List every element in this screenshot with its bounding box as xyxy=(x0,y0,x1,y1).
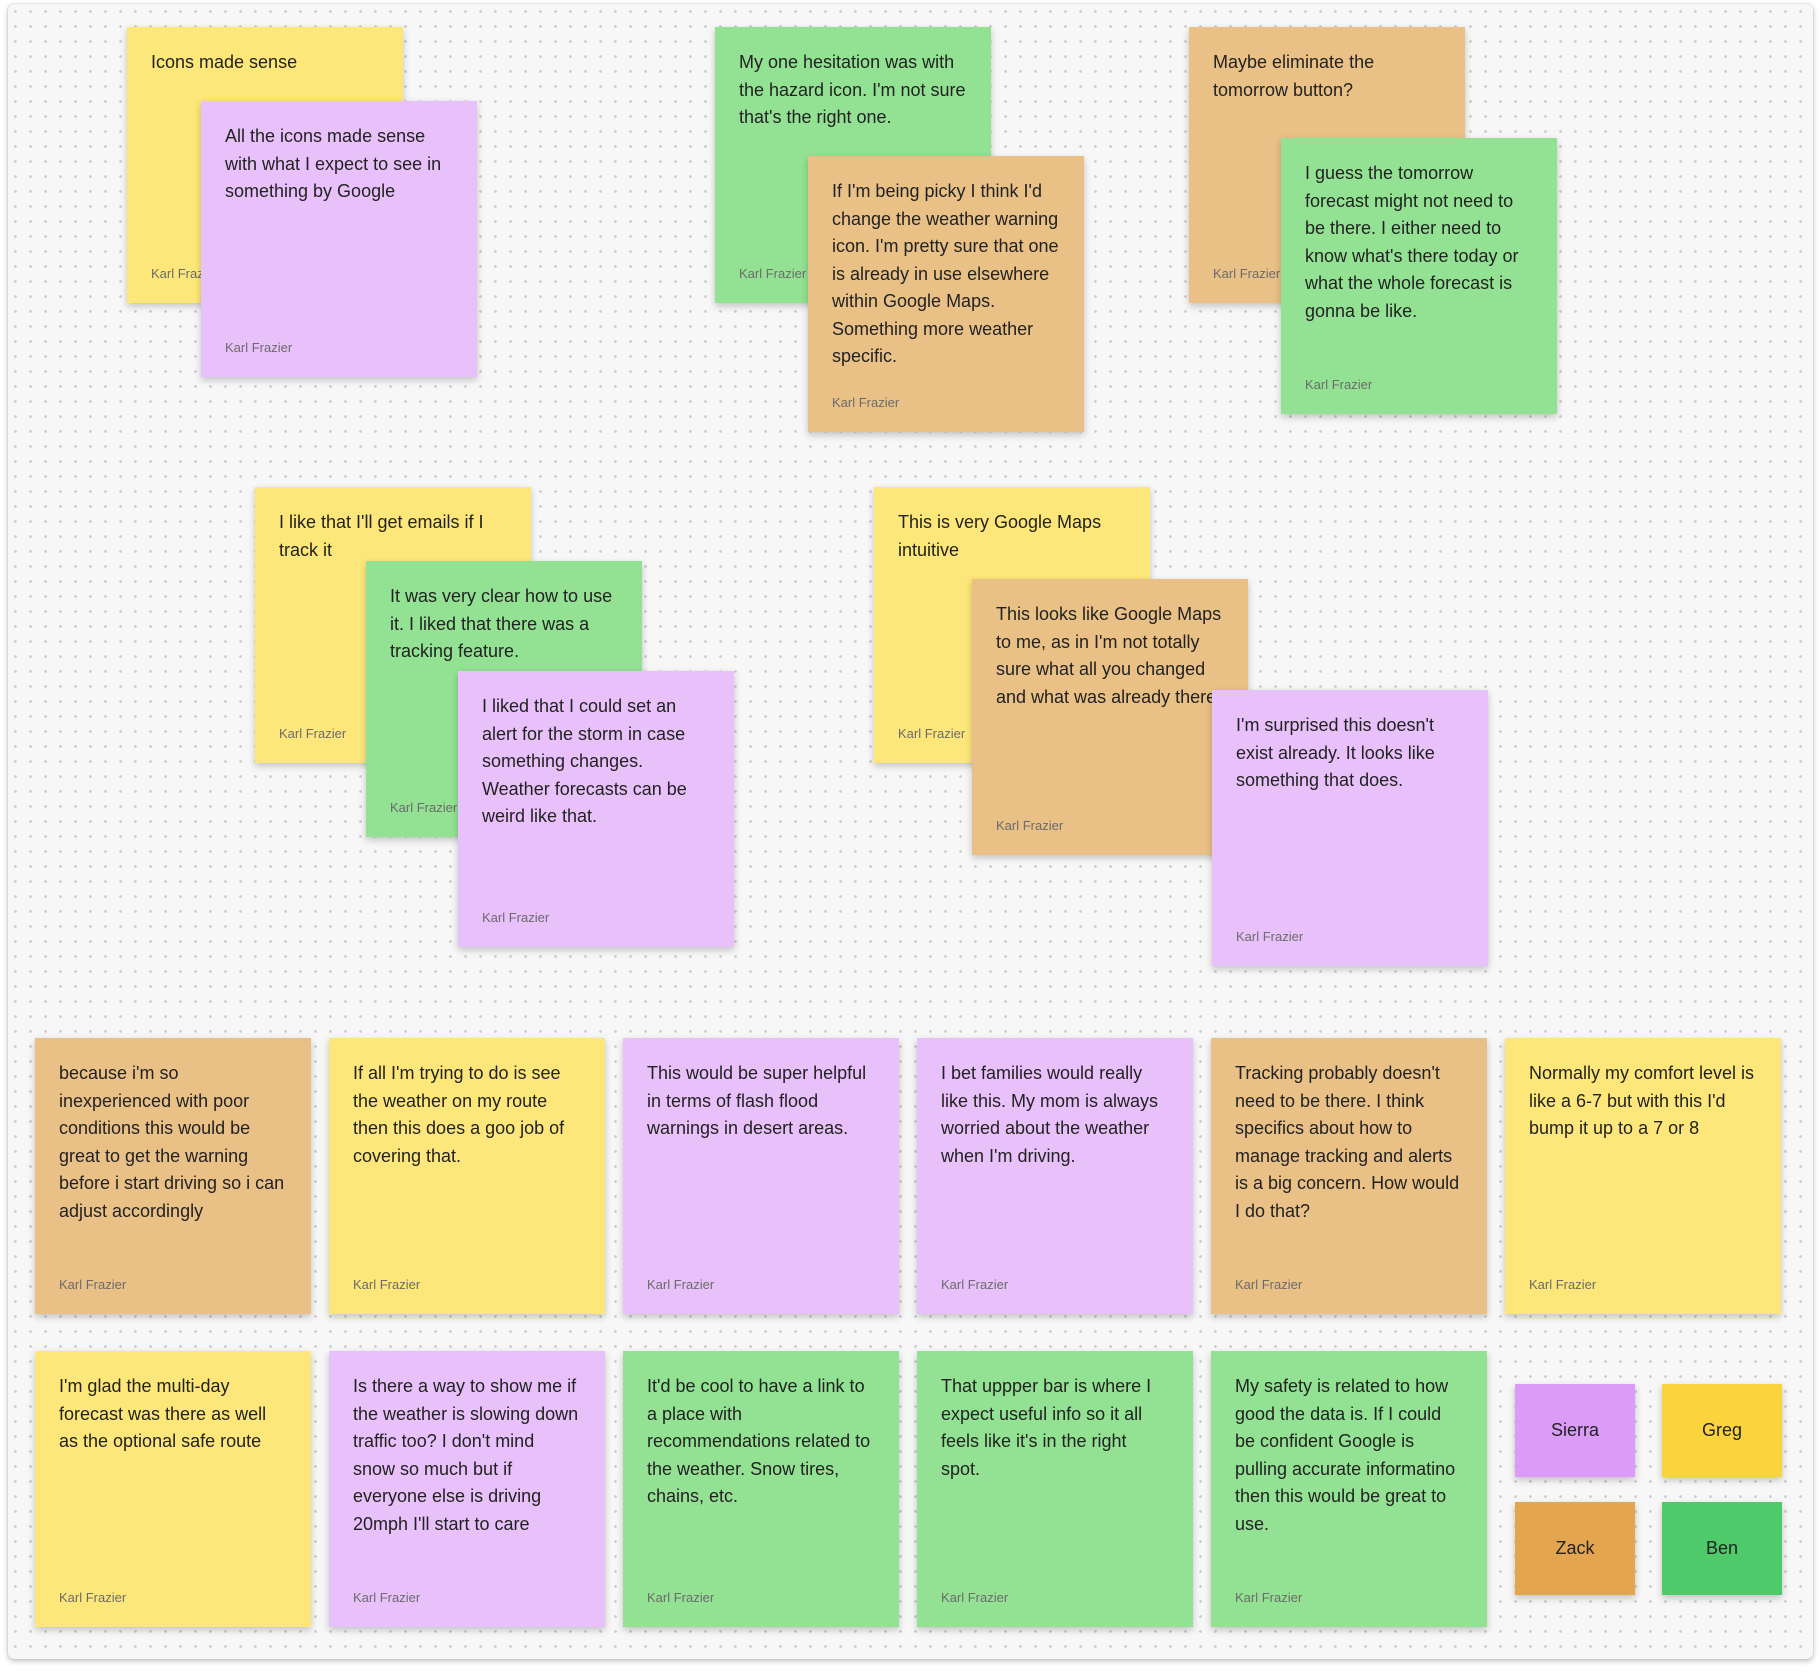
sticky-note[interactable]: My safety is related to how good the dat… xyxy=(1211,1351,1487,1627)
sticky-note[interactable]: This would be super helpful in terms of … xyxy=(623,1038,899,1314)
sticky-note-author: Karl Frazier xyxy=(1236,929,1304,944)
sticky-note-author: Karl Frazier xyxy=(353,1590,421,1605)
sticky-note-author: Karl Frazier xyxy=(59,1277,127,1292)
sticky-note-author: Karl Frazier xyxy=(482,910,550,925)
sticky-note-author: Karl Frazier xyxy=(647,1277,715,1292)
legend-chip-sierra[interactable]: Sierra xyxy=(1515,1384,1635,1477)
sticky-note-text: That uppper bar is where I expect useful… xyxy=(941,1376,1152,1479)
sticky-note-author: Karl Frazier xyxy=(996,818,1064,833)
sticky-note-text: Icons made sense xyxy=(151,52,298,72)
sticky-note-author: Karl Frazier xyxy=(1529,1277,1597,1292)
sticky-note-author: Karl Frazier xyxy=(647,1590,715,1605)
sticky-note-text: If all I'm trying to do is see the weath… xyxy=(353,1063,565,1166)
sticky-note-author: Karl Frazier xyxy=(390,800,458,815)
sticky-note[interactable]: It'd be cool to have a link to a place w… xyxy=(623,1351,899,1627)
sticky-note-author: Karl Frazier xyxy=(1235,1277,1303,1292)
sticky-note[interactable]: Tracking probably doesn't need to be the… xyxy=(1211,1038,1487,1314)
sticky-note-author: Karl Frazier xyxy=(1213,266,1281,281)
sticky-note[interactable]: All the icons made sense with what I exp… xyxy=(201,101,477,377)
sticky-note-author: Karl Frazier xyxy=(1305,377,1373,392)
sticky-note[interactable]: That uppper bar is where I expect useful… xyxy=(917,1351,1193,1627)
sticky-note-text: because i'm so inexperienced with poor c… xyxy=(59,1063,285,1221)
sticky-note-text: My safety is related to how good the dat… xyxy=(1235,1376,1456,1534)
sticky-note-author: Karl Frazier xyxy=(59,1590,127,1605)
sticky-note-text: If I'm being picky I think I'd change th… xyxy=(832,181,1059,366)
sticky-note-text: I liked that I could set an alert for th… xyxy=(482,696,687,826)
sticky-note-author: Karl Frazier xyxy=(739,266,807,281)
sticky-note-text: I bet families would really like this. M… xyxy=(941,1063,1159,1166)
sticky-note-text: All the icons made sense with what I exp… xyxy=(225,126,442,201)
sticky-note[interactable]: If all I'm trying to do is see the weath… xyxy=(329,1038,605,1314)
sticky-note-text: I'm surprised this doesn't exist already… xyxy=(1236,715,1435,790)
legend-chip-greg[interactable]: Greg xyxy=(1662,1384,1782,1477)
sticky-note-text: Maybe eliminate the tomorrow button? xyxy=(1213,52,1375,100)
legend-chip-ben[interactable]: Ben xyxy=(1662,1502,1782,1595)
sticky-note[interactable]: Is there a way to show me if the weather… xyxy=(329,1351,605,1627)
sticky-note[interactable]: I liked that I could set an alert for th… xyxy=(458,671,734,947)
sticky-note-author: Karl Frazier xyxy=(353,1277,421,1292)
sticky-note-author: Karl Frazier xyxy=(279,726,347,741)
legend-chip-zack[interactable]: Zack xyxy=(1515,1502,1635,1595)
sticky-note-text: I guess the tomorrow forecast might not … xyxy=(1305,163,1519,321)
sticky-note-text: My one hesitation was with the hazard ic… xyxy=(739,52,966,127)
sticky-note[interactable]: I bet families would really like this. M… xyxy=(917,1038,1193,1314)
whiteboard-canvas[interactable]: Icons made sense Karl Frazier All the ic… xyxy=(8,4,1813,1659)
sticky-note[interactable]: because i'm so inexperienced with poor c… xyxy=(35,1038,311,1314)
sticky-note-text: Tracking probably doesn't need to be the… xyxy=(1235,1063,1460,1221)
sticky-note[interactable]: I'm glad the multi-day forecast was ther… xyxy=(35,1351,311,1627)
sticky-note[interactable]: Normally my comfort level is like a 6-7 … xyxy=(1505,1038,1781,1314)
sticky-note-text: I'm glad the multi-day forecast was ther… xyxy=(59,1376,267,1451)
sticky-note-author: Karl Frazier xyxy=(941,1590,1009,1605)
sticky-note-text: Normally my comfort level is like a 6-7 … xyxy=(1529,1063,1755,1138)
sticky-note-text: Is there a way to show me if the weather… xyxy=(353,1376,579,1534)
sticky-note[interactable]: If I'm being picky I think I'd change th… xyxy=(808,156,1084,432)
sticky-note-text: I like that I'll get emails if I track i… xyxy=(279,512,484,560)
sticky-note[interactable]: I guess the tomorrow forecast might not … xyxy=(1281,138,1557,414)
sticky-note-author: Karl Frazier xyxy=(1235,1590,1303,1605)
sticky-note-author: Karl Frazier xyxy=(832,395,900,410)
sticky-note[interactable]: I'm surprised this doesn't exist already… xyxy=(1212,690,1488,966)
sticky-note-author: Karl Frazier xyxy=(225,340,293,355)
sticky-note-text: This is very Google Maps intuitive xyxy=(898,512,1102,560)
sticky-note-text: It was very clear how to use it. I liked… xyxy=(390,586,613,661)
sticky-note[interactable]: This looks like Google Maps to me, as in… xyxy=(972,579,1248,855)
sticky-note-author: Karl Frazier xyxy=(941,1277,1009,1292)
sticky-note-text: This would be super helpful in terms of … xyxy=(647,1063,867,1138)
sticky-note-text: This looks like Google Maps to me, as in… xyxy=(996,604,1222,707)
sticky-note-text: It'd be cool to have a link to a place w… xyxy=(647,1376,871,1506)
sticky-note-author: Karl Frazier xyxy=(898,726,966,741)
